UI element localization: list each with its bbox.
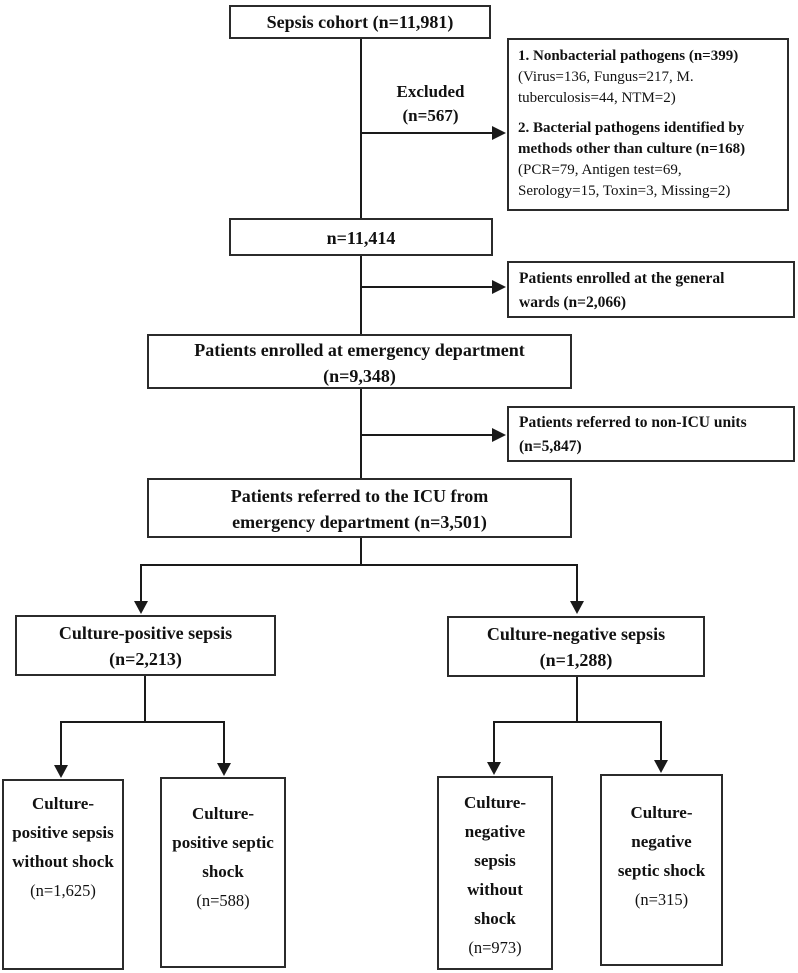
culture-positive-line2: (n=2,213): [109, 649, 182, 669]
connector-to-cneg-sh-shaft: [660, 721, 662, 761]
emergency-line2: (n=9,348): [323, 366, 396, 386]
culture-positive-shock-box: Culture-positive septic shock (n=588): [160, 777, 286, 968]
general-wards-box: Patients enrolled at the general wards (…: [507, 261, 795, 318]
icu-referral-box: Patients referred to the ICU from emerge…: [147, 478, 572, 538]
connector-to-cpos-shaft: [140, 564, 142, 602]
exclusion-line: 1. Nonbacterial pathogens (n=399): [518, 48, 739, 64]
connector-n11414-to-emergency: [360, 256, 362, 334]
connector-genwards-shaft: [361, 286, 493, 288]
connector-icu-split: [140, 564, 578, 566]
excluded-label: Excluded (n=567): [368, 80, 493, 128]
cpos-ns-arrowhead-icon: [54, 765, 68, 778]
connector-icu-stem: [360, 538, 362, 565]
connector-to-cneg-ns-shaft: [493, 721, 495, 763]
icu-line2: emergency department (n=3,501): [232, 512, 487, 532]
culture-negative-shock-title: Culture-negative septic shock: [617, 803, 706, 880]
cpos-arrowhead-icon: [134, 601, 148, 614]
culture-negative-shock-box: Culture-negative septic shock (n=315): [600, 774, 723, 966]
sepsis-cohort-text: Sepsis cohort (n=11,981): [266, 12, 454, 32]
genwards-arrowhead-icon: [492, 280, 506, 294]
exclusion-line: (Virus=136, Fungus=217, M.: [518, 69, 694, 85]
culture-negative-no-shock-box: Culture-negative sepsis without shock (n…: [437, 776, 553, 970]
connector-cneg-split: [493, 721, 662, 723]
nonicu-arrowhead-icon: [492, 428, 506, 442]
exclusion-line: 2. Bacterial pathogens identified by: [518, 120, 745, 136]
cneg-ns-arrowhead-icon: [487, 762, 501, 775]
connector-nonicu-shaft: [361, 434, 493, 436]
culture-negative-line2: (n=1,288): [539, 650, 613, 670]
excluded-arrowhead-icon: [492, 126, 506, 140]
connector-emergency-to-icu: [360, 389, 362, 478]
connector-to-cpos-ns-shaft: [60, 721, 62, 766]
culture-negative-shock-count: (n=315): [634, 890, 689, 909]
non-icu-box: Patients referred to non-ICU units (n=5,…: [507, 406, 795, 462]
non-icu-line1: Patients referred to non-ICU units: [519, 414, 747, 431]
exclusion-reasons-box: 1. Nonbacterial pathogens (n=399) (Virus…: [507, 38, 789, 211]
exclusion-spacer: [518, 109, 779, 118]
excluded-label-line2: (n=567): [402, 106, 459, 125]
exclusion-line: methods other than culture (n=168): [518, 141, 746, 157]
connector-excluded-shaft: [361, 132, 493, 134]
general-wards-line2: wards (n=2,066): [519, 294, 627, 311]
icu-line1: Patients referred to the ICU from: [230, 486, 489, 506]
culture-positive-shock-count: (n=588): [196, 891, 250, 910]
connector-to-cneg-shaft: [576, 564, 578, 602]
non-icu-line2: (n=5,847): [519, 438, 582, 455]
exclusion-line: Serology=15, Toxin=3, Missing=2): [518, 183, 731, 199]
culture-positive-shock-title: Culture-positive septic shock: [172, 804, 274, 881]
connector-cohort-to-n11414: [360, 39, 362, 218]
excluded-label-line1: Excluded: [396, 82, 465, 101]
after-exclusion-box: n=11,414: [229, 218, 493, 256]
cpos-sh-arrowhead-icon: [217, 763, 231, 776]
culture-positive-no-shock-title: Culture-positive sepsis without shock: [12, 794, 114, 871]
culture-negative-no-shock-title: Culture-negative sepsis without shock: [463, 793, 526, 928]
cneg-arrowhead-icon: [570, 601, 584, 614]
culture-negative-no-shock-count: (n=973): [468, 938, 522, 957]
exclusion-line: (PCR=79, Antigen test=69,: [518, 162, 682, 178]
culture-positive-no-shock-count: (n=1,625): [30, 881, 96, 900]
culture-positive-no-shock-box: Culture-positive sepsis without shock (n…: [2, 779, 124, 970]
after-exclusion-text: n=11,414: [326, 228, 396, 248]
connector-cpos-stem: [144, 676, 146, 723]
culture-positive-line1: Culture-positive sepsis: [58, 623, 233, 643]
connector-cpos-split: [60, 721, 225, 723]
exclusion-line: tuberculosis=44, NTM=2): [518, 90, 676, 106]
emergency-line1: Patients enrolled at emergency departmen…: [194, 340, 525, 360]
general-wards-line1: Patients enrolled at the general: [519, 270, 725, 287]
connector-to-cpos-sh-shaft: [223, 721, 225, 765]
connector-cneg-stem: [576, 677, 578, 723]
culture-positive-box: Culture-positive sepsis (n=2,213): [15, 615, 276, 676]
culture-negative-line1: Culture-negative sepsis: [486, 624, 666, 644]
culture-negative-box: Culture-negative sepsis (n=1,288): [447, 616, 705, 677]
cneg-sh-arrowhead-icon: [654, 760, 668, 773]
sepsis-cohort-box: Sepsis cohort (n=11,981): [229, 5, 491, 39]
emergency-department-box: Patients enrolled at emergency departmen…: [147, 334, 572, 389]
